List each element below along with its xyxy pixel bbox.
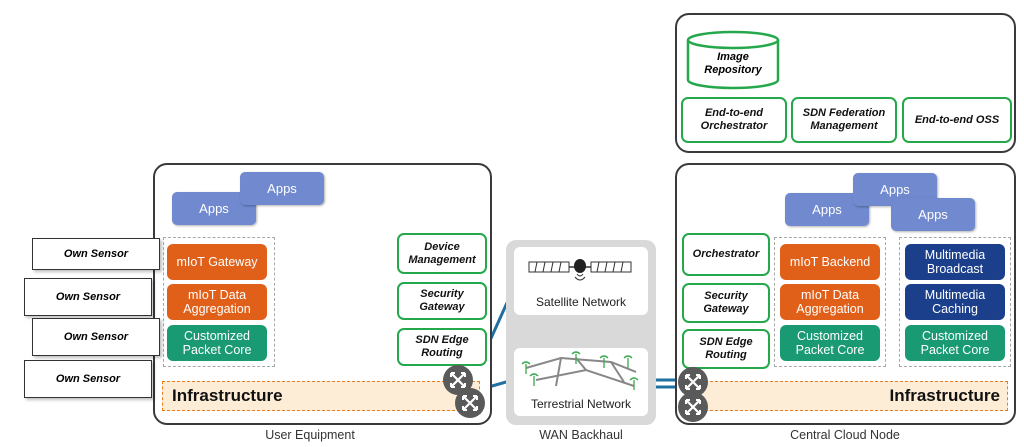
ue-customized-packet-core[interactable]: Customized Packet Core bbox=[167, 325, 267, 361]
cloud-infrastructure-bar bbox=[690, 381, 1008, 411]
ue-router-icon-1[interactable] bbox=[443, 365, 473, 395]
cloud-miot-data-aggregation[interactable]: mIoT Data Aggregation bbox=[780, 284, 880, 320]
cloud-app-3[interactable]: Apps bbox=[891, 198, 975, 231]
ue-infrastructure-bar bbox=[162, 381, 480, 411]
ue-device-management[interactable]: Device Management bbox=[397, 233, 487, 274]
user-equipment-caption: User Equipment bbox=[265, 428, 355, 442]
own-sensor-4[interactable]: Own Sensor bbox=[24, 360, 152, 398]
ue-miot-gateway[interactable]: mIoT Gateway bbox=[167, 244, 267, 280]
ue-app-2[interactable]: Apps bbox=[240, 172, 324, 205]
ue-miot-data-aggregation[interactable]: mIoT Data Aggregation bbox=[167, 284, 267, 320]
ue-function-group bbox=[163, 237, 275, 367]
satellite-network-box[interactable] bbox=[514, 247, 648, 315]
cloud-security-gateway[interactable]: Security Gateway bbox=[682, 283, 770, 323]
end-to-end-oss[interactable]: End-to-end OSS bbox=[902, 97, 1012, 143]
cloud-multimedia-function-group bbox=[899, 237, 1011, 367]
satellite-network-label: Satellite Network bbox=[535, 295, 627, 309]
cloud-orchestrator[interactable]: Orchestrator bbox=[682, 233, 770, 276]
ue-security-gateway[interactable]: Security Gateway bbox=[397, 282, 487, 320]
wan-backhaul-caption: WAN Backhaul bbox=[539, 428, 623, 442]
image-repository-cylinder bbox=[686, 30, 780, 90]
satellite-icon bbox=[528, 259, 632, 281]
cloud-customized-packet-core-mm[interactable]: Customized Packet Core bbox=[905, 325, 1005, 361]
cloud-app-1[interactable]: Apps bbox=[785, 193, 869, 226]
cloud-infrastructure-label: Infrastructure bbox=[889, 386, 1000, 405]
image-repository-label[interactable]: Image Repository bbox=[704, 51, 762, 76]
own-sensor-3[interactable]: Own Sensor bbox=[32, 318, 160, 356]
ue-router-icon-2[interactable] bbox=[455, 388, 485, 418]
own-sensor-2[interactable]: Own Sensor bbox=[24, 278, 152, 316]
cloud-multimedia-caching[interactable]: Multimedia Caching bbox=[905, 284, 1005, 320]
cloud-customized-packet-core-iot[interactable]: Customized Packet Core bbox=[780, 325, 880, 361]
cloud-multimedia-broadcast[interactable]: Multimedia Broadcast bbox=[905, 244, 1005, 280]
terrestrial-network-icon bbox=[521, 351, 639, 390]
own-sensor-1[interactable]: Own Sensor bbox=[32, 238, 160, 270]
cloud-iot-function-group bbox=[774, 237, 886, 367]
cloud-miot-backend[interactable]: mIoT Backend bbox=[780, 244, 880, 280]
cloud-router-icon-2[interactable] bbox=[678, 392, 708, 422]
terrestrial-network-label: Terrestrial Network bbox=[530, 397, 632, 411]
end-to-end-orchestrator[interactable]: End-to-end Orchestrator bbox=[681, 97, 787, 143]
central-cloud-node-caption: Central Cloud Node bbox=[790, 428, 900, 442]
cloud-sdn-edge-routing[interactable]: SDN Edge Routing bbox=[682, 329, 770, 369]
ue-infrastructure-label: Infrastructure bbox=[172, 386, 283, 405]
sdn-federation-management[interactable]: SDN Federation Management bbox=[791, 97, 897, 143]
ue-sdn-edge-routing[interactable]: SDN Edge Routing bbox=[397, 328, 487, 366]
